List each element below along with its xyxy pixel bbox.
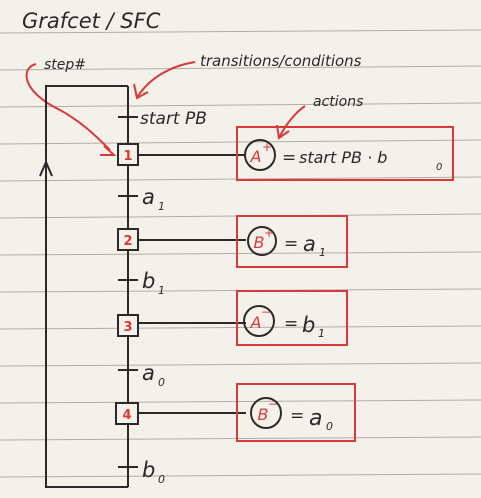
step-number: 4 bbox=[122, 408, 131, 423]
return-loop-line bbox=[45, 85, 128, 488]
action-subscript: 1 bbox=[319, 246, 326, 259]
action-symbol: A bbox=[250, 313, 262, 332]
step-pointer-arrowhead bbox=[100, 145, 117, 156]
action-sign: − bbox=[268, 397, 278, 411]
action-condition: start PB · b bbox=[299, 148, 387, 167]
action-subscript: 1 bbox=[318, 327, 325, 340]
step-number: 1 bbox=[123, 149, 132, 164]
step-box bbox=[117, 143, 139, 166]
transition-label: b bbox=[142, 269, 155, 293]
transition-subscript: 0 bbox=[158, 473, 165, 486]
action-condition: b bbox=[302, 313, 315, 337]
action-subscript: 0 bbox=[436, 162, 442, 173]
step-box bbox=[117, 228, 139, 251]
transition-subscript: 0 bbox=[158, 376, 165, 389]
ruled-lines bbox=[0, 29, 481, 478]
action-equals: = bbox=[284, 314, 298, 334]
transition-a0: a 0 bbox=[118, 361, 165, 389]
transitions-annotation: transitions/conditions bbox=[200, 52, 362, 70]
actions-pointer-arrowhead bbox=[276, 124, 290, 140]
actions-annotation: actions bbox=[313, 94, 363, 110]
action-equals: = bbox=[284, 234, 298, 254]
action-circle bbox=[243, 305, 275, 337]
return-loop-arrowhead bbox=[39, 159, 53, 177]
transition-subscript: 1 bbox=[158, 284, 165, 297]
transitions-pointer-arrow bbox=[137, 61, 196, 97]
transition-label: a bbox=[142, 185, 155, 209]
step-box bbox=[117, 314, 139, 337]
step-4: 4 B − = a 0 bbox=[115, 383, 356, 442]
step-1: 1 A + = start PB · b 0 bbox=[117, 126, 454, 181]
action-symbol: A bbox=[250, 147, 262, 166]
action-sign: − bbox=[261, 305, 271, 319]
action-sign: + bbox=[262, 140, 272, 154]
action-symbol: B bbox=[254, 233, 265, 252]
action-condition: a bbox=[303, 232, 316, 256]
step-pointer-arrow bbox=[25, 63, 111, 151]
transition-b0: b 0 bbox=[118, 458, 165, 486]
action-subscript: 0 bbox=[326, 420, 333, 433]
action-circle bbox=[244, 139, 276, 171]
action-equals: = bbox=[290, 406, 304, 426]
action-condition: a bbox=[309, 406, 322, 431]
action-box bbox=[236, 215, 348, 268]
transition-label: b bbox=[142, 458, 155, 482]
transition-label: a bbox=[142, 361, 155, 385]
transitions-pointer-arrowhead bbox=[133, 83, 149, 100]
action-equals: = bbox=[282, 148, 296, 168]
step-number: 3 bbox=[123, 320, 132, 335]
actions-pointer-arrow bbox=[279, 105, 306, 137]
action-box bbox=[236, 290, 348, 346]
step-2: 2 B + = a 1 bbox=[117, 215, 348, 268]
action-box bbox=[236, 383, 356, 442]
transition-start-pb: start PB bbox=[118, 109, 207, 129]
step-box bbox=[115, 402, 139, 425]
action-circle bbox=[250, 397, 282, 429]
action-symbol: B bbox=[258, 405, 269, 424]
step-3: 3 A − = b 1 bbox=[117, 290, 348, 346]
transition-b1: b 1 bbox=[118, 269, 165, 297]
action-box bbox=[236, 126, 454, 181]
step-number-annotation: step# bbox=[44, 57, 86, 73]
page-title: Grafcet / SFC bbox=[22, 9, 161, 33]
step-number: 2 bbox=[123, 234, 132, 249]
transition-label: start PB bbox=[140, 109, 207, 129]
transition-subscript: 1 bbox=[158, 200, 165, 213]
action-sign: + bbox=[264, 226, 274, 240]
transition-a1: a 1 bbox=[118, 185, 165, 213]
action-circle bbox=[247, 226, 277, 256]
